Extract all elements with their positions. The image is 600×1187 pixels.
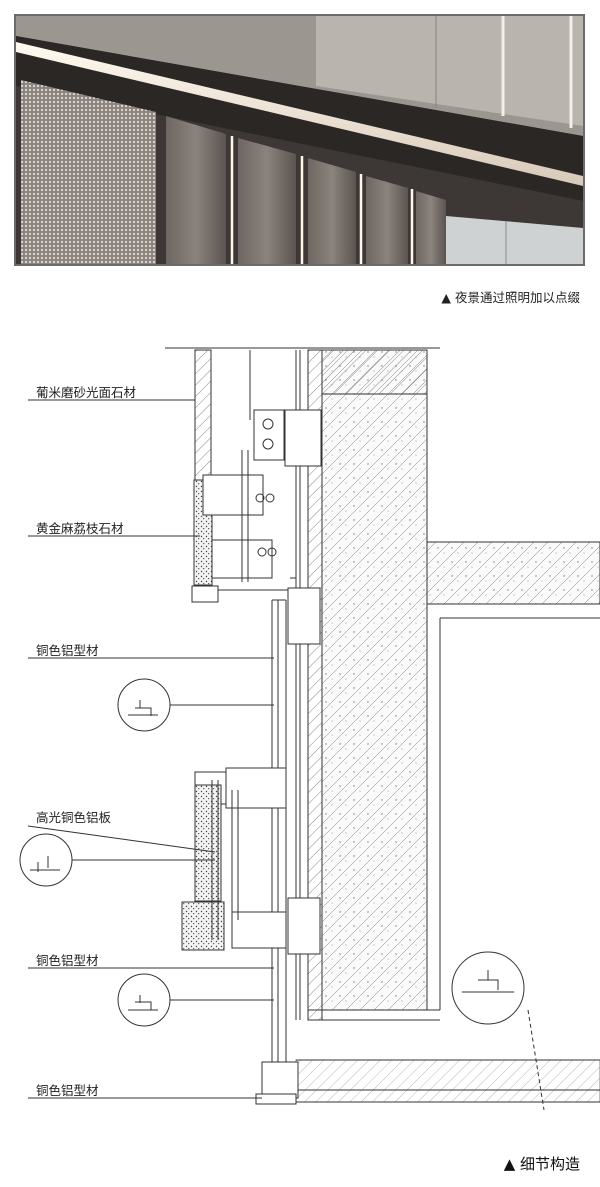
detail-caption: ▲ 细节构造	[503, 1155, 580, 1173]
label-copper-panel: 高光铜色铝板	[36, 810, 112, 825]
label-copper-profile-3: 铜色铝型材	[36, 1083, 99, 1098]
label-granite: 黄金麻荔枝石材	[36, 521, 124, 536]
photo-caption: ▲ 夜景通过照明加以点缀	[441, 290, 580, 305]
label-copper-profile-2: 铜色铝型材	[36, 953, 99, 968]
label-frosted-stone: 葡米磨砂光面石材	[36, 385, 137, 400]
construction-detail-drawing	[19, 347, 600, 1111]
label-copper-profile-1: 铜色铝型材	[36, 643, 99, 658]
night-facade-photo	[14, 14, 585, 266]
